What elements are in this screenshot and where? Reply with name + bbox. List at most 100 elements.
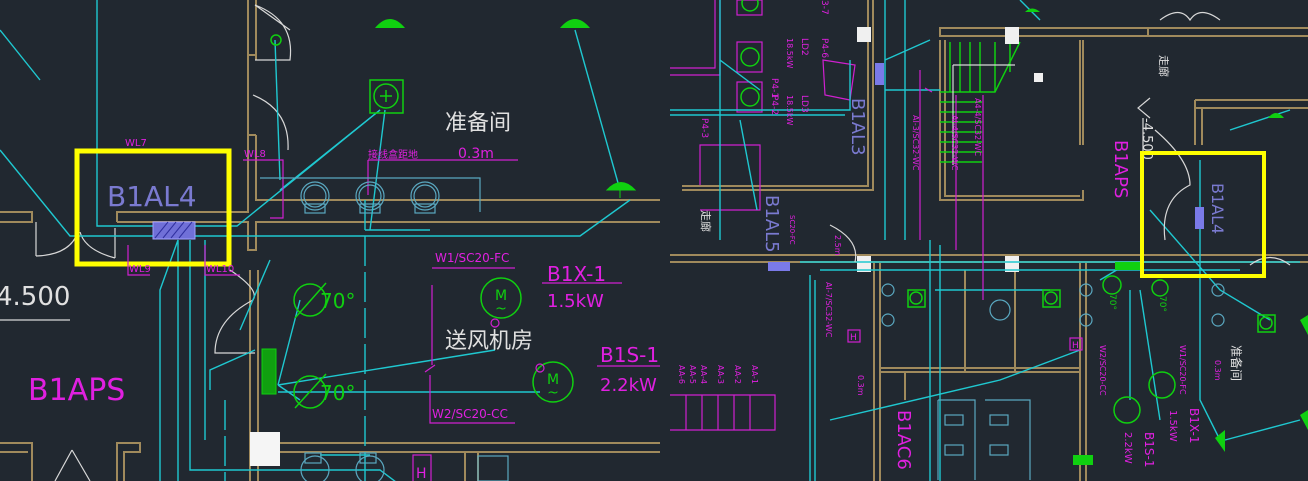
cable-label: AI-3/SC32-WC: [911, 115, 920, 171]
junction-note: 接线盒距地: [368, 148, 418, 161]
motor-symbol: M: [547, 372, 559, 388]
lamp-icon: [1025, 8, 1040, 12]
fire-damper-icon: [1102, 275, 1122, 295]
cable-label: W2/SC20-CC: [432, 407, 508, 421]
distribution-panel[interactable]: [152, 221, 196, 240]
motor-icons: [736, 0, 763, 113]
view-divider: [660, 0, 670, 481]
fan-power: 2.2kW: [1122, 432, 1133, 464]
control-box[interactable]: [1115, 262, 1140, 270]
fan-power: 1.5kW: [1167, 410, 1178, 442]
toilet-stalls: [881, 283, 1225, 480]
equipment-box[interactable]: [847, 329, 861, 343]
equipment-label: H: [1072, 341, 1079, 351]
equipment-box[interactable]: [1069, 337, 1083, 351]
equipment-label: H: [416, 466, 427, 481]
cable-label: W2/SC20-CC: [1098, 345, 1107, 396]
room-label-prep: 准备间: [1229, 345, 1243, 381]
distribution-panel[interactable]: [768, 262, 790, 271]
panel-hatch: [154, 221, 193, 239]
sinks: [300, 181, 440, 214]
left-view: B1AL4 WL7 WL8 WL9 WL10 准备间 接线盒距地 0.3m: [0, 0, 665, 481]
fan-id: B1X-1: [547, 262, 606, 286]
circuit-label: WL10: [206, 264, 234, 275]
load-label: LD3: [799, 95, 809, 113]
lamp-icon: [560, 19, 590, 28]
fan-power: 1.5kW: [547, 291, 604, 312]
aa-circuit: AA-1: [750, 365, 759, 384]
aa-circuit: AA-6: [677, 365, 686, 384]
motor-icon[interactable]: [1113, 396, 1141, 424]
highlight-box[interactable]: [1140, 151, 1266, 278]
cable-label: W1/SC20-FC: [1178, 345, 1187, 395]
exhaust-fan-icons: [907, 289, 1276, 333]
panel-label: B1AL4: [107, 180, 197, 213]
cable-label: AI-7/SC32-WC: [824, 282, 833, 338]
motor-icon[interactable]: M ~: [480, 277, 522, 319]
column: [857, 27, 871, 42]
wiring: [670, 0, 1301, 481]
fan-id: B1S-1: [600, 343, 659, 367]
height-label: 0.3m: [856, 375, 865, 396]
control-box[interactable]: [1073, 455, 1093, 465]
circuit-label: P4-2: [769, 95, 779, 115]
motor-icon[interactable]: M ~: [532, 361, 574, 403]
distribution-panel[interactable]: [875, 63, 884, 85]
motor-symbol: M: [495, 288, 507, 304]
aa-circuits: AA-1 AA-2 AA-3 AA-4 AA-5 AA-6: [670, 365, 776, 431]
floor-drain: [477, 455, 509, 481]
distribution-panel[interactable]: [1195, 207, 1204, 229]
circuit-label: WL9: [129, 264, 151, 275]
room-label-prep: 准备间: [445, 111, 511, 136]
panel-label: B1AL5: [761, 195, 782, 253]
damper-angle: 70°: [1107, 294, 1117, 310]
highlight-box[interactable]: [74, 148, 232, 267]
motor-wave: ~: [547, 385, 559, 401]
circuit-label: WL7: [125, 138, 147, 149]
door: [252, 94, 289, 151]
fire-damper-icon: [1151, 279, 1169, 297]
motor-icon[interactable]: [1148, 371, 1176, 399]
room-label: 走廊: [699, 210, 713, 232]
aa-circuit: AA-4: [699, 365, 708, 384]
circuit-label: P4-3: [699, 118, 709, 138]
cable-label: SC20-FC: [788, 215, 796, 245]
power-label: 18.5kW: [785, 38, 794, 68]
cable-label: A4-4/SC32-WC: [973, 98, 982, 157]
wiring: [0, 0, 631, 481]
load-label: LD2: [799, 38, 809, 56]
door: [79, 228, 116, 259]
lamp-icon: [375, 19, 405, 28]
cable-lines: [919, 70, 984, 300]
walls: [0, 0, 665, 481]
aps-label: B1APS: [28, 373, 125, 408]
door: [54, 449, 91, 481]
circuit-label: 3-7: [819, 0, 829, 15]
column: [1005, 256, 1019, 272]
height-label: 2.5m: [833, 235, 842, 256]
junction-height: 0.3m: [458, 146, 494, 162]
damper-angle: 70°: [1157, 296, 1167, 312]
lamp-icon: [1215, 315, 1308, 452]
equipment-box[interactable]: [412, 454, 432, 481]
circuit-label: P4-6: [819, 38, 829, 58]
right-view: B1AL3 B1AL5 B1APS B1AL4 B1AC6 -4.500 P4-…: [670, 0, 1308, 481]
column: [250, 432, 280, 466]
stair: [940, 41, 1021, 165]
panel-label: B1AL3: [847, 98, 868, 156]
aa-circuit: AA-3: [716, 365, 725, 384]
height-label: 0.3m: [1213, 360, 1222, 381]
door: [1154, 11, 1221, 241]
sinks: [300, 452, 385, 481]
room-label-fan-room: 送风机房: [445, 329, 533, 354]
elevation-label: 4.500: [0, 282, 70, 312]
door: [35, 222, 79, 257]
motor-wave: ~: [495, 301, 507, 317]
control-box[interactable]: [261, 348, 277, 395]
fire-damper-icon: [293, 373, 327, 409]
aa-circuit: AA-5: [688, 365, 697, 384]
marker: [1034, 73, 1043, 82]
cable-label: AI-4/SC32-WC: [950, 115, 959, 171]
panel-label: B1AC6: [893, 410, 914, 470]
